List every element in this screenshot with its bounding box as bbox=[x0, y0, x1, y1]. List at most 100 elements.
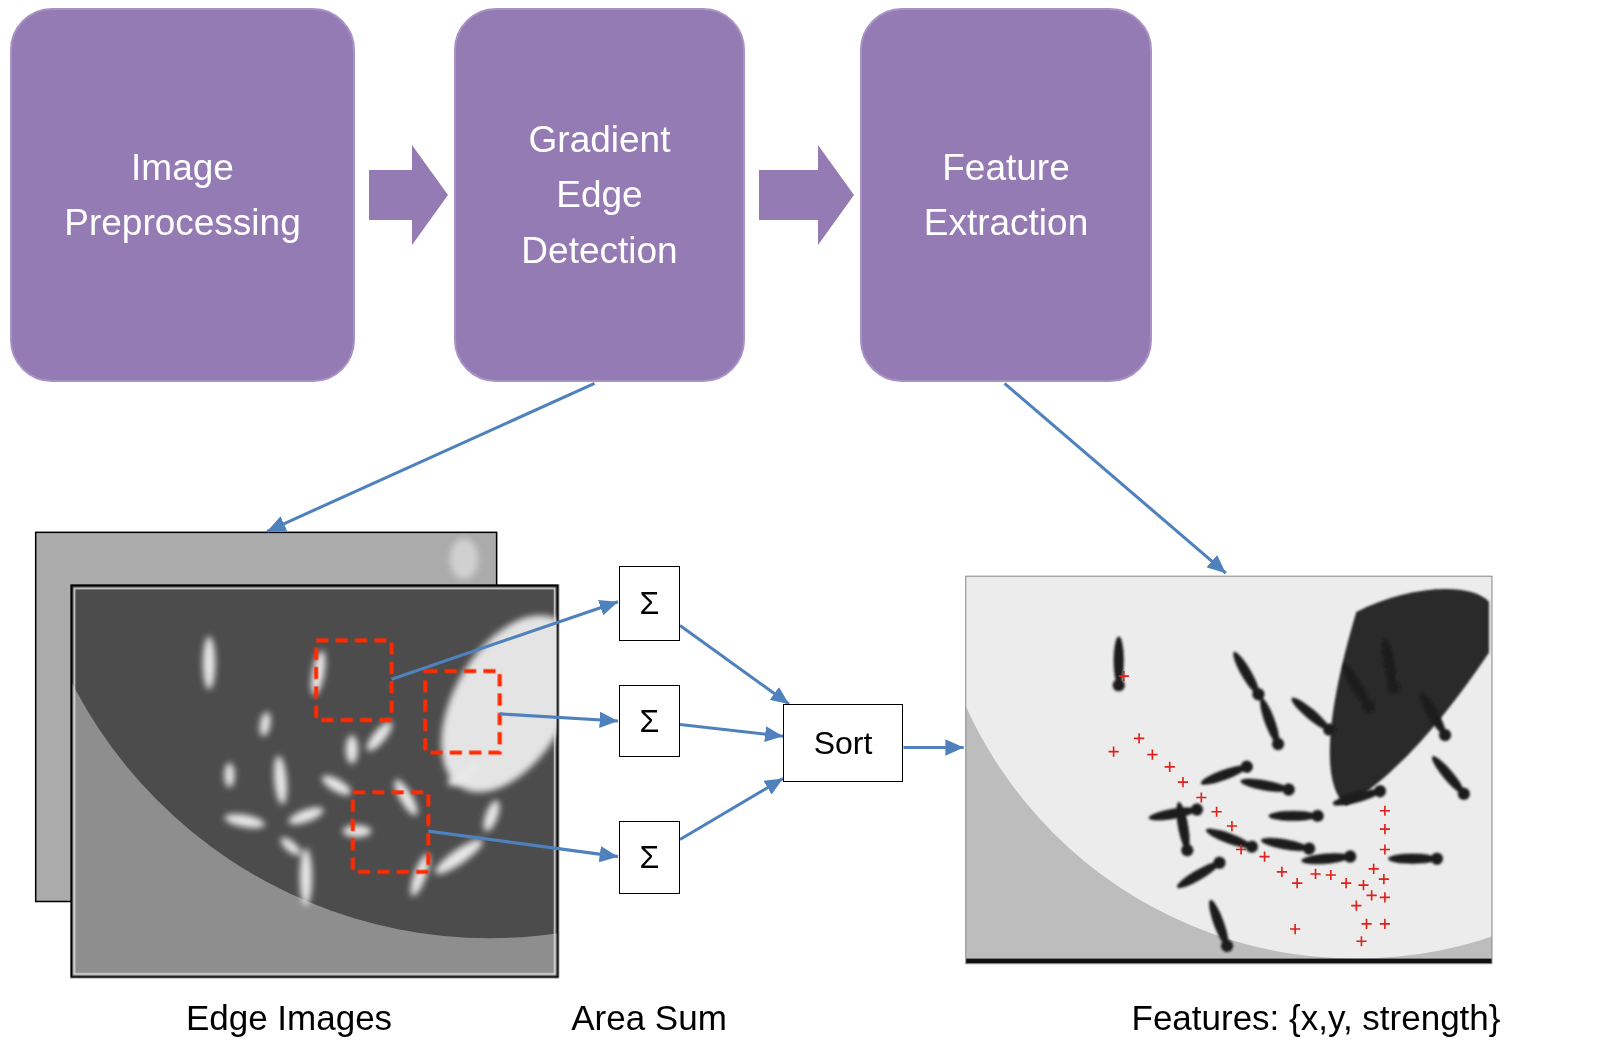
feature-marker bbox=[1356, 936, 1366, 946]
feature-image-border bbox=[966, 576, 1492, 964]
edge-blob bbox=[319, 772, 353, 799]
ant-head bbox=[1360, 698, 1377, 715]
ants bbox=[1113, 636, 1473, 953]
edge-blob bbox=[480, 798, 503, 833]
edge-blob bbox=[390, 777, 421, 818]
ant-figure bbox=[1339, 661, 1377, 715]
ant-figure bbox=[1388, 853, 1443, 865]
edge-blob bbox=[203, 636, 215, 689]
ant-head bbox=[1211, 854, 1228, 871]
edge-blob bbox=[287, 804, 326, 828]
sum-symbol: Σ bbox=[640, 838, 660, 876]
edge-blob bbox=[363, 718, 396, 754]
ant-figure bbox=[1428, 752, 1473, 802]
edge-blob bbox=[278, 835, 303, 859]
ant-body bbox=[1114, 636, 1124, 685]
process-box: Gradient Edge Detection bbox=[454, 8, 745, 382]
ant-body bbox=[1388, 854, 1437, 864]
ant-cluster bbox=[1330, 589, 1489, 806]
ant-figure bbox=[1148, 802, 1204, 824]
feature-marker bbox=[1147, 750, 1157, 760]
dish-interior bbox=[966, 576, 1492, 958]
ant-head bbox=[1239, 759, 1255, 775]
ant-figure bbox=[1174, 854, 1228, 892]
merge-arrow bbox=[680, 724, 783, 736]
ant-body bbox=[1301, 851, 1351, 865]
window-arrow bbox=[500, 714, 618, 721]
edge-image-inner-border bbox=[74, 588, 554, 973]
stage-caption: Area Sum bbox=[571, 998, 727, 1038]
image-caption: Edge Images bbox=[186, 998, 392, 1038]
ant-body bbox=[1269, 811, 1318, 821]
ant-body bbox=[1240, 776, 1290, 795]
ant-head bbox=[1311, 810, 1323, 822]
ant-head bbox=[1180, 843, 1194, 857]
feature-marker bbox=[1310, 869, 1320, 879]
edge-blob bbox=[346, 735, 358, 764]
ant-head bbox=[1282, 782, 1296, 796]
feature-marker bbox=[1380, 892, 1390, 902]
edge-blob bbox=[431, 834, 486, 878]
process-label: Image Preprocessing bbox=[48, 140, 318, 251]
window-box bbox=[425, 671, 499, 753]
feature-marker bbox=[1134, 733, 1144, 743]
ant-figure bbox=[1239, 775, 1295, 797]
feature-markers bbox=[1109, 671, 1390, 946]
merge-arrow bbox=[680, 625, 789, 704]
sum-box: Σ bbox=[619, 821, 680, 894]
ant-head bbox=[1437, 727, 1454, 744]
sort-label: Sort bbox=[814, 724, 873, 762]
edge-image-border bbox=[71, 585, 557, 977]
feature-marker bbox=[1277, 867, 1287, 877]
ant-figure bbox=[1331, 784, 1387, 810]
feature-marker bbox=[1196, 792, 1206, 802]
dish-interior bbox=[71, 585, 557, 938]
ant-head bbox=[1372, 784, 1387, 799]
edge-blob bbox=[272, 755, 288, 805]
feature-marker bbox=[1380, 919, 1390, 929]
ant-head bbox=[1270, 736, 1286, 752]
ant-head bbox=[1386, 680, 1400, 694]
process-label: Feature Extraction bbox=[899, 140, 1114, 251]
leader-arrow bbox=[267, 383, 594, 531]
merge-arrow bbox=[680, 779, 783, 840]
feature-marker bbox=[1259, 852, 1269, 862]
ant-head bbox=[1219, 938, 1235, 954]
feature-marker bbox=[1165, 762, 1175, 772]
window-box bbox=[353, 792, 428, 872]
edge-blob bbox=[258, 711, 272, 737]
sum-box: Σ bbox=[619, 566, 680, 641]
edge-blob bbox=[445, 761, 483, 790]
sum-symbol: Σ bbox=[640, 584, 660, 622]
flow-arrow bbox=[759, 145, 854, 245]
feature-marker bbox=[1358, 880, 1368, 890]
sort-box: Sort bbox=[783, 704, 903, 782]
edge-blob bbox=[224, 763, 234, 787]
feature-marker bbox=[1290, 924, 1300, 934]
window-arrow bbox=[428, 831, 618, 856]
window-box bbox=[316, 640, 391, 720]
feature-marker bbox=[1380, 824, 1390, 834]
edge-blob bbox=[300, 848, 312, 905]
ant-figure bbox=[1301, 850, 1357, 867]
ant-body bbox=[1174, 801, 1193, 851]
flow-arrow bbox=[369, 145, 448, 245]
ant-figure bbox=[1415, 690, 1453, 744]
output-caption: Features: {x,y, strength} bbox=[1132, 998, 1501, 1038]
feature-image bbox=[966, 576, 1492, 964]
edge-blobs bbox=[203, 636, 503, 905]
ant-figure bbox=[1379, 638, 1401, 694]
ant-head bbox=[1455, 785, 1472, 802]
window-arrow bbox=[392, 602, 618, 680]
feature-marker bbox=[1292, 878, 1302, 888]
edge-blob bbox=[224, 811, 266, 830]
sort-output-arrow bbox=[904, 746, 964, 749]
image-bottom-bar bbox=[966, 959, 1492, 964]
ant-body bbox=[1380, 638, 1399, 688]
ant-figure bbox=[1256, 696, 1286, 752]
edge-blob bbox=[450, 538, 479, 579]
ant-figure bbox=[1288, 693, 1338, 738]
leader-arrow bbox=[1005, 383, 1226, 573]
